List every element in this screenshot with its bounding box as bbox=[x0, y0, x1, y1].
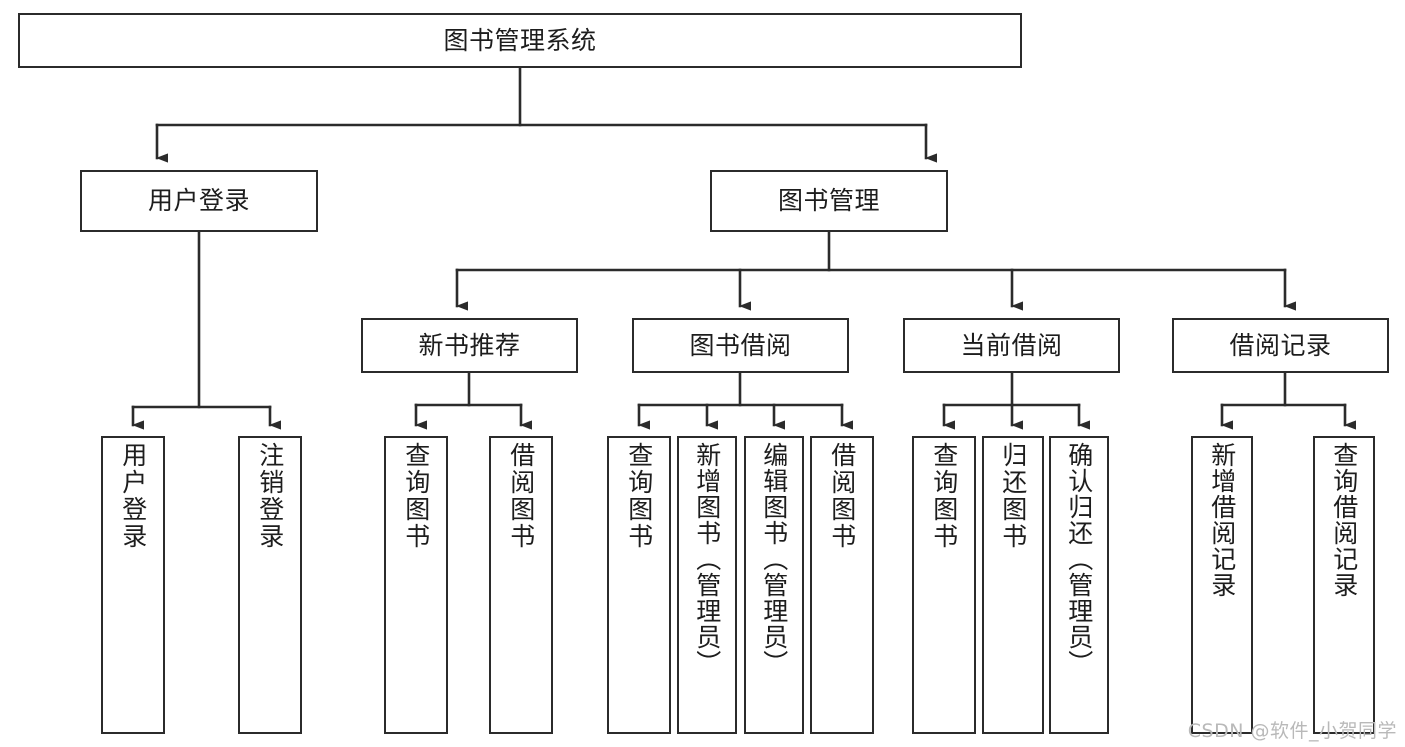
node-user-login[interactable]: 用户登录 bbox=[80, 170, 318, 232]
leaf-new-book-borrow[interactable]: 借阅图书 bbox=[489, 436, 553, 734]
node-label: 查询图书 bbox=[929, 442, 959, 550]
node-book-borrow[interactable]: 图书借阅 bbox=[632, 318, 849, 373]
leaf-book-borrow-edit[interactable]: 编辑图书（管理员） bbox=[744, 436, 804, 734]
node-label: 借阅图书 bbox=[506, 442, 536, 550]
node-label: 借阅图书 bbox=[827, 442, 857, 550]
node-new-book-recommend[interactable]: 新书推荐 bbox=[361, 318, 578, 373]
leaf-borrow-record-query[interactable]: 查询借阅记录 bbox=[1313, 436, 1375, 734]
leaf-current-borrow-return[interactable]: 归还图书 bbox=[982, 436, 1044, 734]
node-label: 新书推荐 bbox=[418, 330, 521, 360]
node-label: 归还图书 bbox=[998, 442, 1028, 550]
node-borrow-record[interactable]: 借阅记录 bbox=[1172, 318, 1389, 373]
node-label: 查询图书 bbox=[401, 442, 431, 550]
node-book-management[interactable]: 图书管理 bbox=[710, 170, 948, 232]
leaf-borrow-record-add[interactable]: 新增借阅记录 bbox=[1191, 436, 1253, 734]
node-label: 注销登录 bbox=[255, 442, 285, 550]
node-root-system[interactable]: 图书管理系统 bbox=[18, 13, 1022, 68]
node-label: 图书管理 bbox=[777, 186, 880, 216]
node-label: 编辑图书（管理员） bbox=[759, 442, 789, 676]
leaf-current-borrow-query[interactable]: 查询图书 bbox=[912, 436, 976, 734]
node-label: 借阅记录 bbox=[1229, 330, 1332, 360]
leaf-current-borrow-confirm-return[interactable]: 确认归还（管理员） bbox=[1049, 436, 1109, 734]
node-label: 用户登录 bbox=[147, 186, 250, 216]
leaf-user-login-login[interactable]: 用户登录 bbox=[101, 436, 165, 734]
node-label: 用户登录 bbox=[118, 442, 148, 550]
leaf-book-borrow-add[interactable]: 新增图书（管理员） bbox=[677, 436, 737, 734]
leaf-user-login-logout[interactable]: 注销登录 bbox=[238, 436, 302, 734]
leaf-book-borrow-borrow[interactable]: 借阅图书 bbox=[810, 436, 874, 734]
leaf-new-book-query[interactable]: 查询图书 bbox=[384, 436, 448, 734]
node-label: 图书借阅 bbox=[689, 330, 792, 360]
node-label: 当前借阅 bbox=[960, 330, 1063, 360]
node-label: 查询借阅记录 bbox=[1329, 442, 1359, 598]
node-label: 新增借阅记录 bbox=[1207, 442, 1237, 598]
node-label: 查询图书 bbox=[624, 442, 654, 550]
node-label: 图书管理系统 bbox=[443, 25, 597, 55]
node-current-borrow[interactable]: 当前借阅 bbox=[903, 318, 1120, 373]
csdn-watermark: CSDN @软件_小贺同学 bbox=[1187, 720, 1397, 742]
node-label: 确认归还（管理员） bbox=[1064, 442, 1094, 676]
leaf-book-borrow-query[interactable]: 查询图书 bbox=[607, 436, 671, 734]
node-label: 新增图书（管理员） bbox=[692, 442, 722, 676]
